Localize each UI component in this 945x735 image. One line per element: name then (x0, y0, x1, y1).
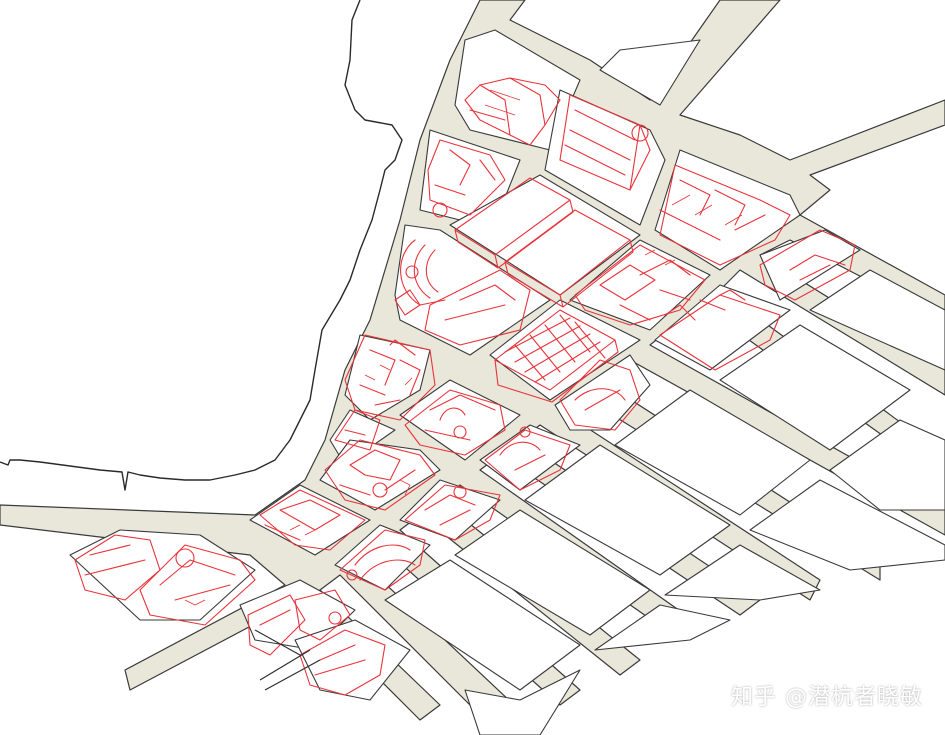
block (719, 324, 911, 451)
block (809, 269, 945, 371)
shoreline-path (0, 0, 403, 491)
block (399, 379, 521, 461)
block (654, 284, 791, 371)
building-courtyard-complex (324, 439, 436, 511)
building-dense-housing (344, 334, 436, 421)
block (594, 604, 731, 651)
block (554, 354, 651, 431)
building-small-west (334, 409, 381, 451)
building-curved-wing (559, 359, 641, 431)
building-plaza-block (404, 484, 501, 541)
building-low-block-2 (299, 629, 386, 696)
building-curved-tower (464, 77, 561, 146)
building-low-block-1 (247, 594, 306, 656)
building-slab-complex (559, 94, 651, 191)
building-wave-roof (339, 529, 426, 591)
block (569, 239, 711, 331)
building-flat-hall-1 (454, 177, 574, 269)
block (399, 479, 501, 541)
building-museum (404, 389, 506, 456)
building-grid-roof-hall (494, 309, 619, 403)
block (394, 224, 551, 356)
block (524, 444, 731, 576)
building-amphitheater (394, 239, 531, 346)
block (829, 419, 945, 511)
block (749, 479, 945, 571)
block (454, 509, 651, 636)
shoreline (0, 0, 403, 491)
building-domed-hall (139, 544, 256, 626)
watermark-text: 知乎 @潜杭者晓敏 (731, 685, 923, 710)
block (479, 424, 581, 491)
building-residential-grid (659, 164, 791, 266)
building-flat-hall-2 (504, 209, 634, 308)
block (334, 524, 431, 591)
block (614, 389, 811, 516)
block (464, 669, 581, 735)
rail-lines (254, 629, 321, 691)
building-mixed-use (294, 589, 351, 641)
buildings (74, 77, 856, 696)
building-corner-block (759, 229, 856, 301)
building-tower-pair (484, 426, 571, 491)
block (294, 619, 411, 701)
block (599, 39, 701, 106)
building-stepped-block (427, 139, 506, 218)
building-office-block (659, 289, 781, 371)
block (654, 149, 801, 271)
block (384, 559, 581, 691)
block (759, 229, 861, 301)
building-castle-complex (574, 244, 706, 326)
building-terminal (259, 489, 366, 551)
block (664, 544, 821, 601)
